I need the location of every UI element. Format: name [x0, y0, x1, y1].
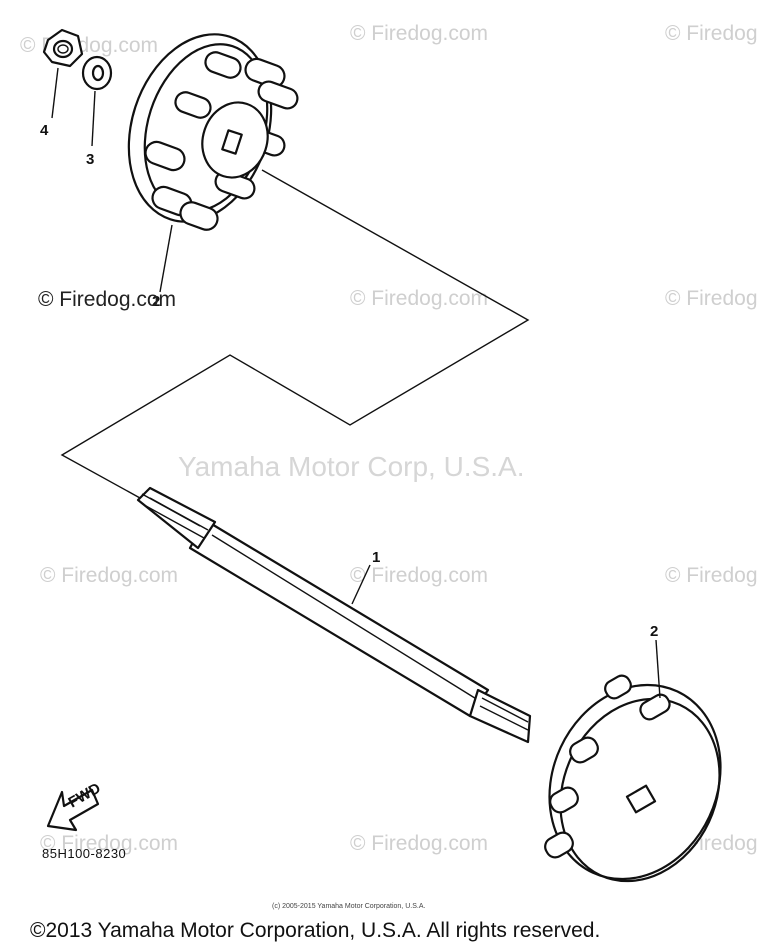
- coupling-bottom-part: 2: [544, 623, 722, 883]
- fwd-arrow: FWD: [46, 780, 104, 832]
- watermark-firedog: © Firedog.com: [350, 22, 488, 45]
- watermark-corp: Yamaha Motor Corp, U.S.A.: [178, 451, 525, 482]
- firedog-label: © Firedog.com: [38, 288, 176, 311]
- callout-coupling-bottom: 2: [650, 623, 658, 640]
- small-notice: (c) 2005-2015 Yamaha Motor Corporation, …: [272, 903, 425, 910]
- watermark-layer: © Firedog.com © Firedog.com © Firedog.co…: [20, 22, 759, 855]
- watermark-firedog: © Firedog.com: [350, 832, 488, 855]
- drive-shaft-part: 1: [136, 486, 532, 744]
- watermark-firedog: © Firedog.com: [665, 22, 759, 45]
- washer-part: 3: [81, 55, 113, 168]
- diagram-code: 85H100-8230: [42, 846, 126, 861]
- assembly-line: [60, 169, 530, 499]
- coupling-top-part: 2: [127, 33, 299, 310]
- watermark-firedog: © Firedog.com: [350, 564, 488, 587]
- callout-nut: 4: [40, 122, 49, 139]
- watermark-firedog: © Firedog.com: [40, 564, 178, 587]
- watermark-firedog: © Firedog.com: [20, 34, 158, 57]
- nut-part: 4: [40, 28, 84, 139]
- callout-washer: 3: [86, 151, 94, 168]
- watermark-firedog: © Firedog.com: [665, 287, 759, 310]
- copyright-notice: ©2013 Yamaha Motor Corporation, U.S.A. A…: [30, 919, 600, 942]
- callout-coupling-top: 2: [152, 293, 160, 310]
- callout-shaft: 1: [372, 549, 380, 566]
- watermark-firedog: © Firedog.com: [350, 287, 488, 310]
- watermark-firedog: © Firedog.com: [665, 564, 759, 587]
- watermark-firedog: © Firedog.com: [40, 832, 178, 855]
